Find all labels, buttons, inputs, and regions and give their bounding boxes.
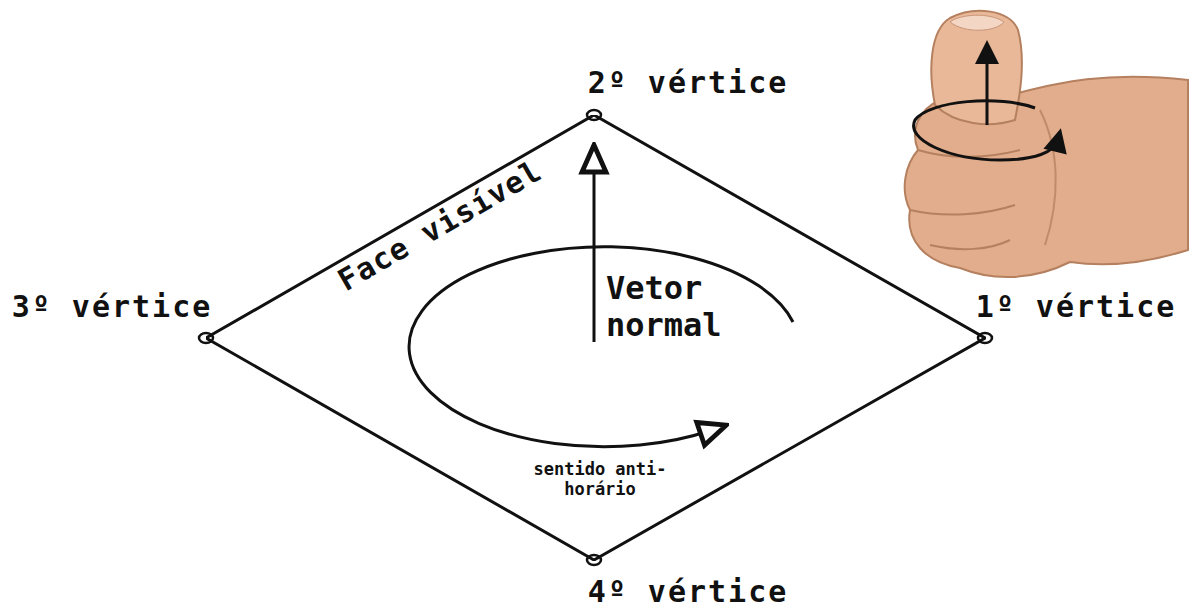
thumbs-up-hand <box>905 11 1188 277</box>
vector-label: Vetor normal <box>606 270 756 344</box>
vertex-label: 2º vértice <box>588 66 789 99</box>
normal-vector <box>593 160 596 342</box>
vertex-label: 4º vértice <box>588 575 789 608</box>
vertex-label: 3º vértice <box>12 290 213 323</box>
rotation-arrow <box>409 247 793 447</box>
face-label: Face visível <box>332 154 547 298</box>
vertex-label: 1º vértice <box>976 290 1177 323</box>
direction-label: sentido anti-horário <box>525 460 675 499</box>
quad-face: Face visívelVetor normal sentido anti-hor… <box>206 115 986 561</box>
